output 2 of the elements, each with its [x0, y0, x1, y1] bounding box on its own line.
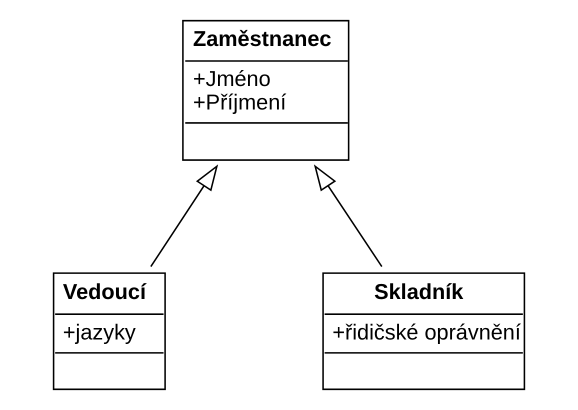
arrow — [150, 164, 218, 268]
arrow — [314, 164, 382, 268]
